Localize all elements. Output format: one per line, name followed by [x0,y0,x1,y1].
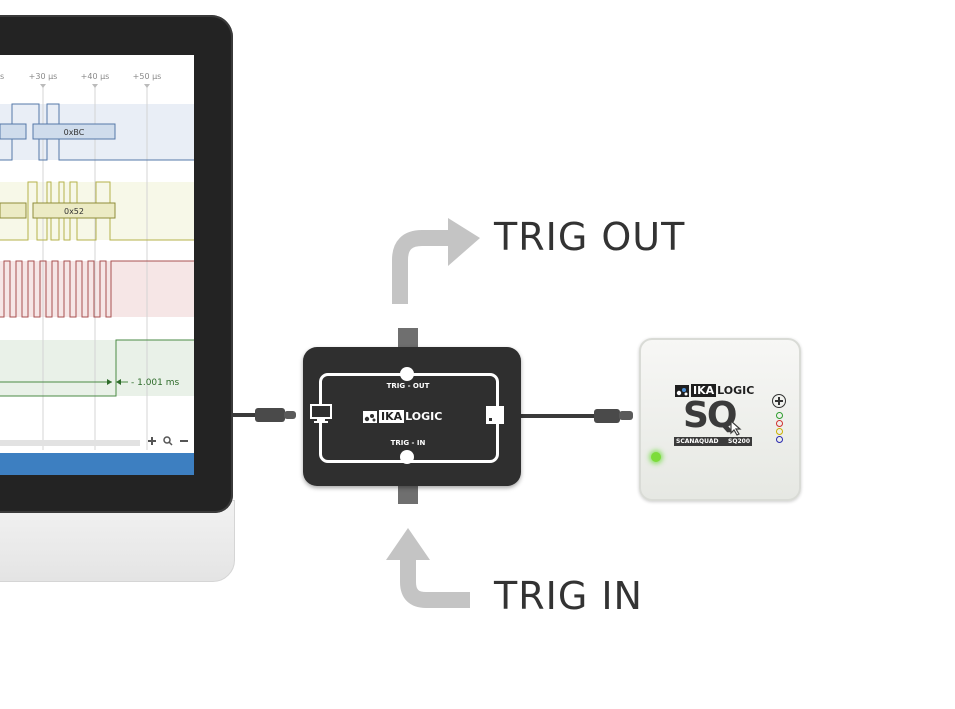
measurement-label: - 1.001 ms [131,378,180,388]
tick-label-partial: s [0,72,4,81]
waveform-view: s +30 µs +40 µs +50 µs 0xBC 0x52 - 1.001… [0,72,194,450]
io-channel-2-icon [776,420,783,427]
cursor-icon [730,420,742,436]
usb-cable [233,413,258,417]
trig-in-connector [398,482,418,504]
bus-decode-box [32,123,116,140]
bus-decode-box [0,123,27,140]
usb-cable [521,414,596,418]
usb-plug-tip [284,411,296,419]
trig-in-port [400,450,414,464]
ikalogic-mark-icon [675,384,689,397]
zoom-icon[interactable] [163,436,173,446]
usb-plug [594,409,620,423]
tick-label: +50 µs [133,72,162,81]
usb-plug [255,408,285,422]
tick-label: +40 µs [81,72,110,81]
ikalogic-mark-icon [363,410,377,423]
device-label-bar: SCANAQUAD SQ200 [674,437,752,446]
bus-value: 0xBC [64,128,85,137]
ground-terminal-icon [772,394,786,408]
trig-in-label: TRIG IN [494,574,643,618]
trig-in-port-label: TRIG - IN [390,439,426,447]
cursor-marker [144,84,150,88]
channel-row-3 [0,261,194,317]
trig-out-label: TRIG OUT [494,215,686,259]
channel-row-4 [0,340,194,396]
trig-in-arrow [386,528,470,608]
logic-analyzer-screen: s +30 µs +40 µs +50 µs 0xBC 0x52 - 1.001… [0,55,194,475]
signal-trace-4 [0,339,194,397]
io-channel-4-icon [776,436,783,443]
status-bar [0,453,194,475]
cursor-marker [92,84,98,88]
power-led [651,452,661,462]
monitor-icon [310,404,332,423]
tick-label: +30 µs [29,72,58,81]
signal-trace-3 [0,260,194,318]
bus-value: 0x52 [64,207,84,216]
scrollbar[interactable] [0,440,140,446]
usb-icon [486,406,504,424]
plus-icon[interactable] [148,437,156,445]
device-model: SQ200 [728,438,750,445]
device-model-mark: SQ [683,395,738,436]
usb-plug-tip [619,411,633,420]
trig-out-port-label: TRIG - OUT [386,382,430,390]
io-channel-3-icon [776,428,783,435]
trig-out-port [400,367,414,381]
bus-decode-box [0,202,27,219]
bus-decode-box [32,202,116,219]
measurement-arrow [107,379,112,385]
device-name: SCANAQUAD [676,438,719,445]
measurement-arrow [116,379,121,385]
trig-out-connector [398,328,418,352]
io-channel-1-icon [776,412,783,419]
trig-out-arrow [392,218,480,304]
cursor-marker [40,84,46,88]
minus-icon[interactable] [180,440,188,442]
